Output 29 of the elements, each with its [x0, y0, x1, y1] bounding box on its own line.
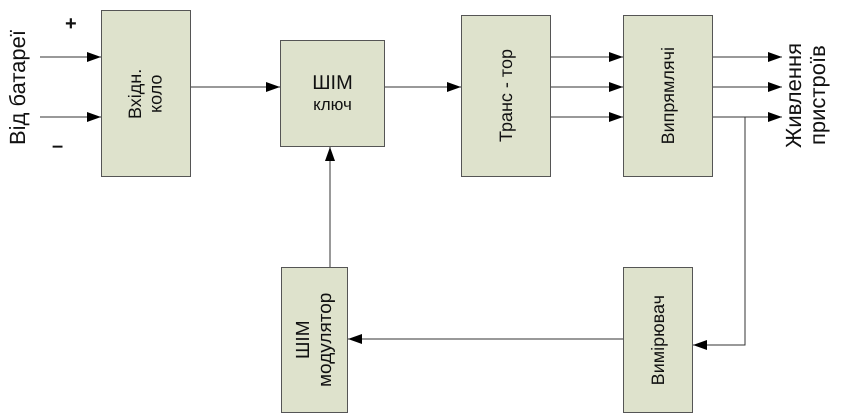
arrow — [40, 52, 102, 62]
arrow — [550, 112, 624, 122]
box-label: ШІМ — [312, 72, 353, 96]
arrow — [550, 82, 624, 92]
process-box — [101, 10, 191, 177]
arrow — [384, 82, 462, 92]
box-label: ШІМ модулятор — [292, 292, 336, 390]
arrow — [712, 52, 782, 62]
arrow — [190, 82, 280, 92]
box-label: Транс - тор — [496, 49, 516, 142]
box-label: ключ — [313, 95, 352, 115]
polarity-sign: + — [65, 14, 77, 34]
process-box — [461, 15, 551, 177]
process-box — [281, 267, 348, 413]
box-label: Вхідн. коло — [125, 67, 167, 121]
signal-label: Від батареї — [6, 12, 40, 162]
arrow — [325, 146, 335, 268]
arrow — [40, 112, 102, 122]
signal-label: Живлення пристроїв — [782, 30, 834, 160]
box-label: Випрямлячі — [658, 47, 678, 145]
polarity-sign: – — [52, 136, 64, 156]
process-box — [280, 40, 385, 147]
arrow — [348, 334, 624, 344]
arrow — [712, 82, 782, 92]
box-label: Вимірювач — [648, 294, 668, 386]
process-box — [623, 267, 693, 413]
arrow — [550, 52, 624, 62]
arrow — [692, 116, 746, 350]
process-box — [623, 15, 713, 177]
